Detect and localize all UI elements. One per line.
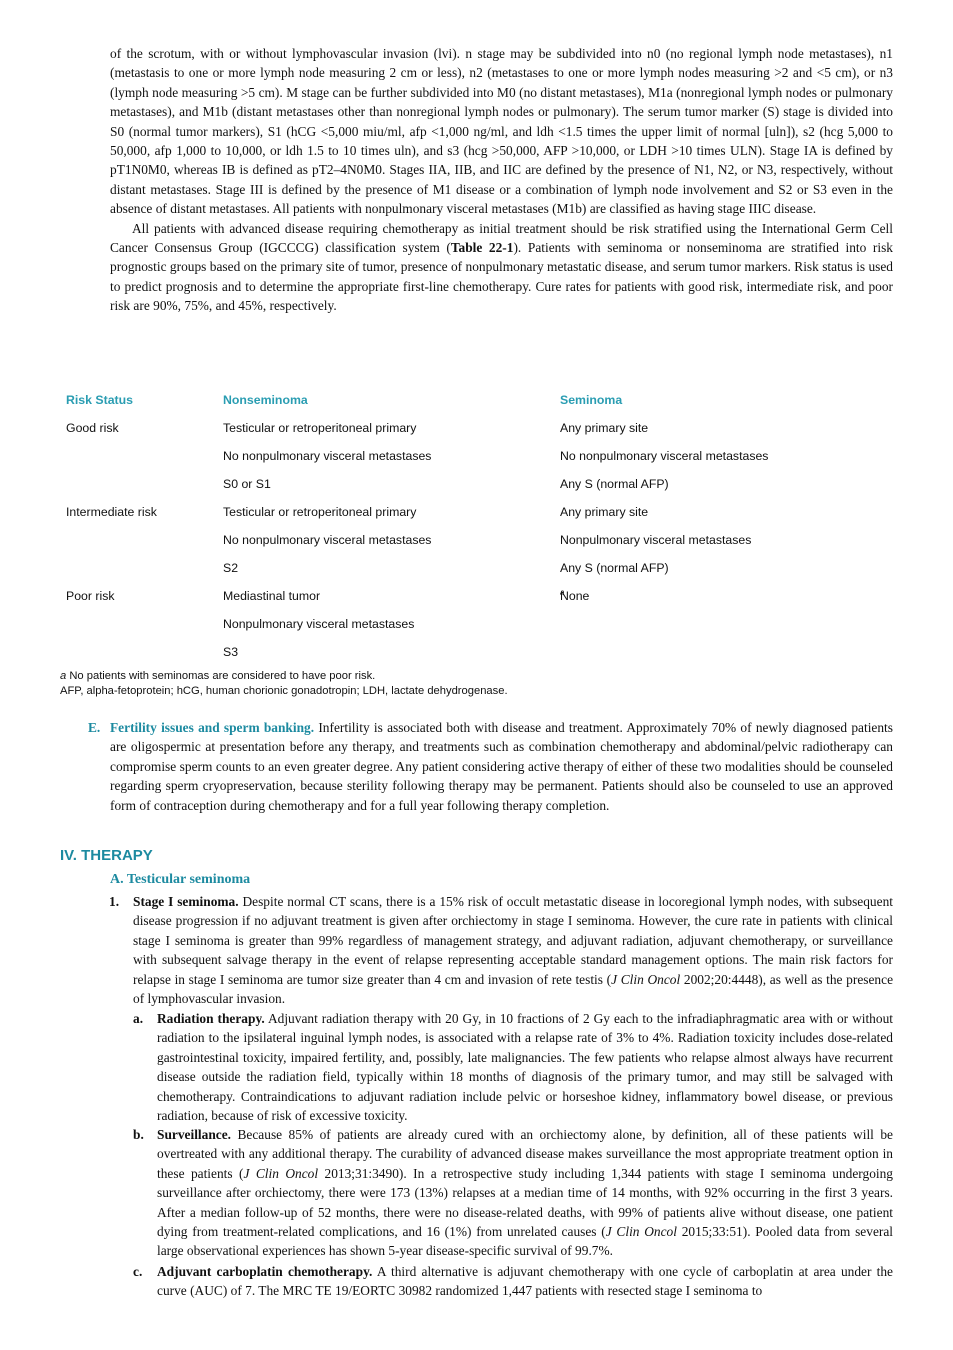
item-1-number: 1. <box>109 894 120 909</box>
table-row: S2 Any S (normal AFP) <box>66 554 896 582</box>
header-seminoma: Seminoma <box>560 393 623 407</box>
table-footnotes: a No patients with seminomas are conside… <box>60 669 508 698</box>
item-c-title: Adjuvant carboplatin chemotherapy. <box>157 1264 373 1279</box>
table-cell: S2 <box>223 561 239 575</box>
item-b-surveillance: b. Surveillance. Because 85% of patients… <box>133 1127 894 1259</box>
table-row: Intermediate risk Testicular or retroper… <box>66 498 896 526</box>
header-risk-status: Risk Status <box>66 393 133 407</box>
section-e-letter: E. <box>88 720 101 735</box>
header-nonseminoma: Nonseminoma <box>223 393 308 407</box>
intro-paragraph-2: All patients with advanced disease requi… <box>110 220 894 314</box>
table-cell: Any S (normal AFP) <box>560 477 669 491</box>
intro-text: of the scrotum, with or without lymphova… <box>110 44 893 316</box>
table-cell: Intermediate risk <box>66 505 157 519</box>
table-row: Nonpulmonary visceral metastases <box>66 610 896 638</box>
risk-classification-table: Risk Status Nonseminoma Seminoma Good ri… <box>66 386 896 666</box>
table-reference: Table 22-1 <box>450 240 514 256</box>
table-row: No nonpulmonary visceral metastases No n… <box>66 442 896 470</box>
table-cell: S0 or S1 <box>223 477 271 491</box>
table-cell: Any S (normal AFP) <box>560 561 669 575</box>
table-cell: Nonpulmonary visceral metastases <box>223 617 415 631</box>
table-row: S3 <box>66 638 896 666</box>
item-1-title: Stage I seminoma. <box>133 894 239 909</box>
table-cell: Poor risk <box>66 589 115 603</box>
section-iv-heading: IV. THERAPY <box>60 847 153 864</box>
footnote-marker: a <box>560 587 565 597</box>
subsection-a-heading: A. Testicular seminoma <box>110 872 251 887</box>
table-cell: Any primary site <box>560 505 649 519</box>
table-cell: No nonpulmonary visceral metastases <box>223 533 432 547</box>
section-e-title: Fertility issues and sperm banking. <box>110 720 315 735</box>
table-header-row: Risk Status Nonseminoma Seminoma <box>66 386 896 414</box>
table-cell: No nonpulmonary visceral metastases <box>560 449 769 463</box>
table-cell: Mediastinal tumor <box>223 589 321 603</box>
item-b-letter: b. <box>133 1127 144 1142</box>
item-a-title: Radiation therapy. <box>157 1011 265 1026</box>
item-a-radiation-therapy: a. Radiation therapy. Adjuvant radiation… <box>133 1011 893 1124</box>
footnote: a No patients with seminomas are conside… <box>60 670 376 682</box>
table-row: Good risk Testicular or retroperitoneal … <box>66 414 896 442</box>
table-row: No nonpulmonary visceral metastases Nonp… <box>66 526 896 554</box>
table-cell: Good risk <box>66 421 119 435</box>
table-cell: Nonpulmonary visceral metastases <box>560 533 752 547</box>
journal-citation: J Clin Oncol <box>611 971 681 987</box>
item-c-letter: c. <box>133 1264 143 1279</box>
table-cell: S3 <box>223 645 239 659</box>
intro-paragraph-1: of the scrotum, with or without lymphova… <box>110 46 893 217</box>
table-cell: No nonpulmonary visceral metastases <box>223 449 432 463</box>
table-row: S0 or S1 Any S (normal AFP) <box>66 470 896 498</box>
abbreviations: AFP, alpha-fetoprotein; hCG, human chori… <box>60 684 508 697</box>
item-c-adjuvant-carboplatin: c. Adjuvant carboplatin chemotherapy. A … <box>133 1264 893 1299</box>
item-a-letter: a. <box>133 1011 144 1026</box>
journal-citation: J Clin Oncol <box>243 1165 319 1181</box>
item-b-title: Surveillance. <box>157 1127 232 1142</box>
journal-citation: J Clin Oncol <box>605 1224 677 1240</box>
section-e-body: Infertility is associated both with dise… <box>110 720 893 813</box>
table-cell: Any primary site <box>560 421 649 435</box>
table-cell: Testicular or retroperitoneal primary <box>223 421 417 435</box>
item-1-stage-i-seminoma: 1. Stage I seminoma. Despite normal CT s… <box>109 894 894 1007</box>
section-e-fertility: E. Fertility issues and sperm banking. I… <box>88 718 893 815</box>
table-cell: Testicular or retroperitoneal primary <box>223 505 417 519</box>
